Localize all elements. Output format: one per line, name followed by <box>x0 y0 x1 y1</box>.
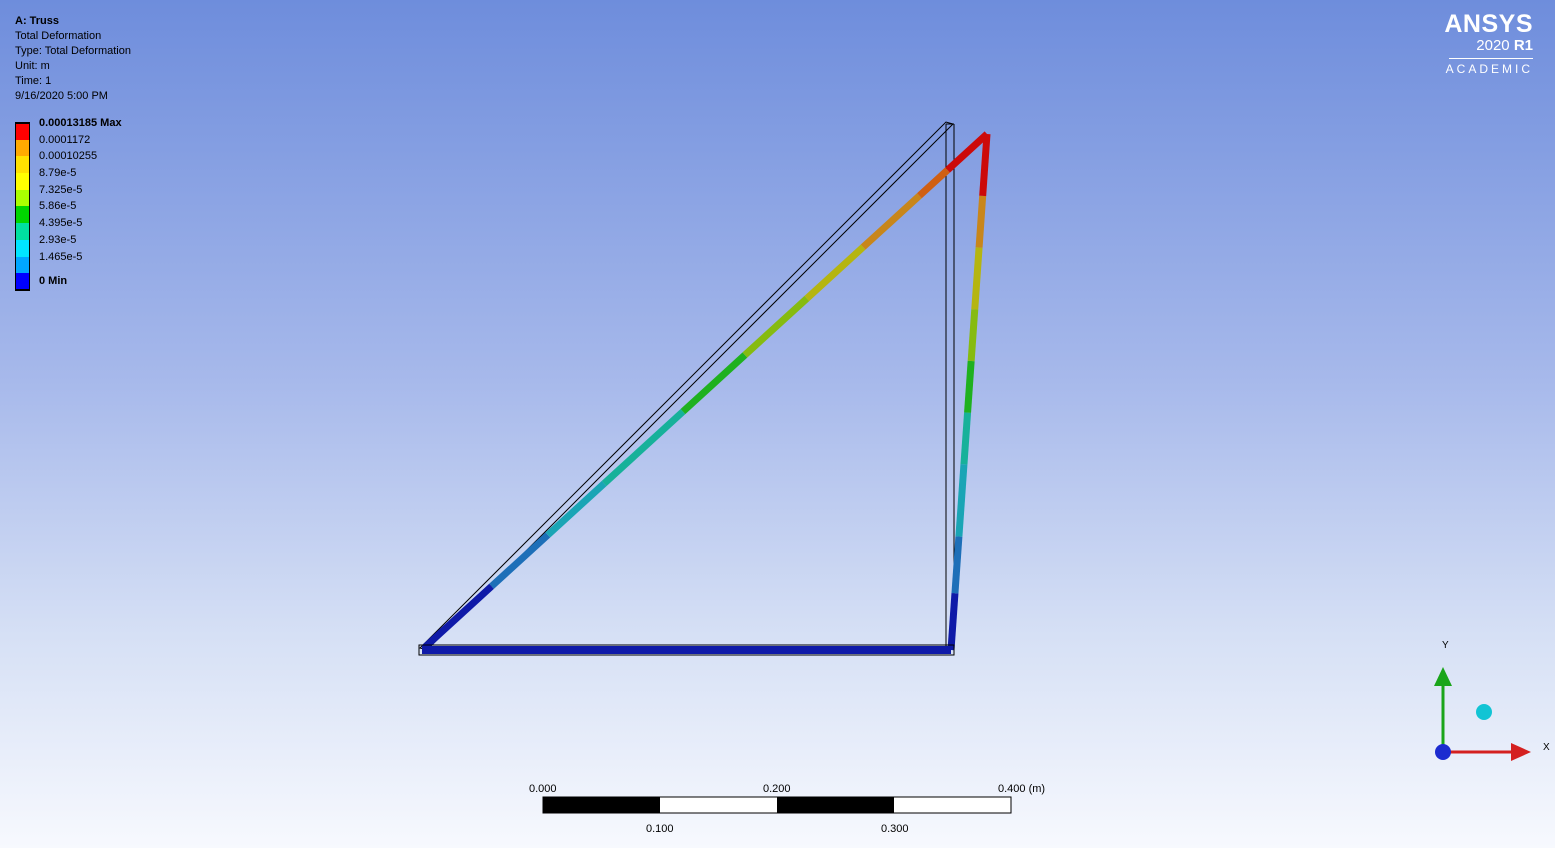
legend-top-border <box>15 122 30 124</box>
legend-label: 7.325e-5 <box>39 183 83 196</box>
result-name: Total Deformation <box>15 30 102 42</box>
deformed-truss <box>421 131 991 651</box>
ansys-logo: ANSYS 2020 R1 ACADEMIC <box>1444 10 1533 76</box>
diagonal-member-segment <box>545 480 607 538</box>
model-title: A: Truss <box>15 15 60 27</box>
diagonal-member-segment <box>945 131 990 173</box>
legend-swatch <box>15 256 30 274</box>
coordinate-triad[interactable] <box>1434 667 1531 761</box>
legend-swatch <box>15 139 30 157</box>
vertical-member-segment <box>947 592 959 651</box>
logo-rule <box>1449 58 1533 59</box>
legend-label: 5.86e-5 <box>39 200 77 213</box>
diagonal-member-segment <box>421 583 494 651</box>
result-unit: Unit: m <box>15 60 50 72</box>
x-axis-arrowhead <box>1511 743 1531 761</box>
bottom-member-outline <box>418 644 955 656</box>
logo-edition: ACADEMIC <box>1445 62 1533 76</box>
scale-label-100: 0.100 <box>646 823 674 835</box>
legend-bottom-border <box>15 289 30 291</box>
vertical-member-segment <box>964 360 975 413</box>
vertical-member-segment <box>955 463 968 537</box>
legend-label: 0.00010255 <box>39 150 98 163</box>
diagonal-member-segment <box>860 193 922 250</box>
scale-bar-segment <box>543 797 660 813</box>
legend-label: 1.465e-5 <box>39 250 83 263</box>
isometric-view-ball <box>1476 704 1492 720</box>
logo-version: 2020 R1 <box>1476 37 1533 54</box>
vertical-member-segment <box>979 133 991 197</box>
diagonal-member-segment <box>601 408 686 487</box>
vertical-member-segment <box>960 412 972 465</box>
legend-swatch <box>15 206 30 224</box>
vertical-member-segment <box>951 536 963 594</box>
result-info: A: Truss Total Deformation Type: Total D… <box>15 14 131 104</box>
y-axis-arrowhead <box>1434 667 1452 686</box>
legend-swatch <box>15 239 30 257</box>
legend-label: 0 Min <box>39 275 68 288</box>
undeformed-wireframe <box>419 121 955 651</box>
legend-swatch <box>15 123 30 140</box>
legend-swatch <box>15 173 30 190</box>
vertical-member-segment <box>971 247 983 310</box>
result-time: Time: 1 <box>15 75 52 87</box>
legend-label: 4.395e-5 <box>39 217 83 230</box>
legend-swatch <box>15 223 30 240</box>
diagonal-member-segment <box>804 244 866 302</box>
scale-bar <box>542 796 1012 814</box>
diagonal-member-segment <box>917 167 950 199</box>
diagonal-member-segment <box>680 352 748 415</box>
legend-label: 0.0001172 <box>39 133 91 146</box>
scale-label-0: 0.000 <box>529 783 557 795</box>
scale-label-300: 0.300 <box>881 823 909 835</box>
result-date: 9/16/2020 5:00 PM <box>15 90 108 102</box>
legend-swatch <box>15 273 30 290</box>
logo-brand: ANSYS <box>1444 10 1533 38</box>
legend-label: 8.79e-5 <box>39 167 77 180</box>
vertical-member-segment <box>975 195 987 248</box>
diagonal-member-segment <box>489 532 551 589</box>
triad-y-label: Y <box>1442 640 1449 651</box>
triad-x-label: X <box>1543 742 1550 753</box>
vertical-member-segment <box>967 309 979 362</box>
scale-bar-segment <box>777 797 894 813</box>
legend-label: 2.93e-5 <box>39 233 77 246</box>
z-axis-dot <box>1435 744 1451 760</box>
scale-label-200: 0.200 <box>763 783 791 795</box>
scale-label-400: 0.400 (m) <box>998 783 1046 795</box>
legend-label: 0.00013185 Max <box>39 117 122 129</box>
legend-swatch <box>15 189 30 207</box>
legend-swatch <box>15 156 30 174</box>
diagonal-member-segment <box>742 295 810 358</box>
result-type: Type: Total Deformation <box>15 45 131 57</box>
